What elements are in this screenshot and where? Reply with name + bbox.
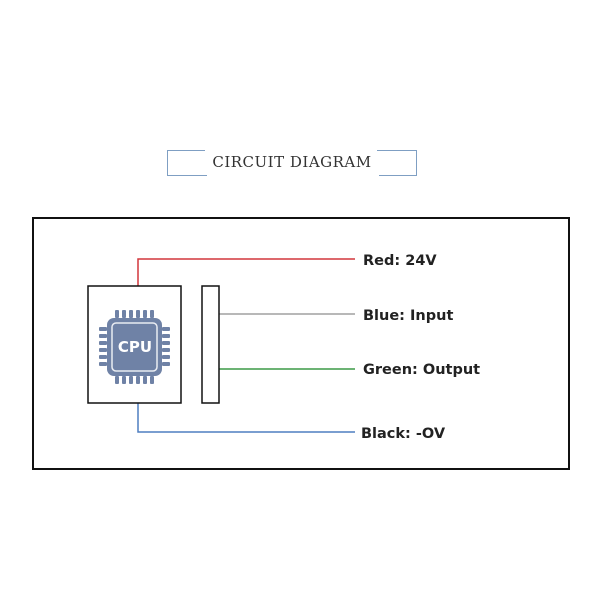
diagram-title: CIRCUIT DIAGRAM bbox=[212, 153, 372, 171]
cpu-pins-top bbox=[115, 310, 154, 318]
connector-bar bbox=[201, 285, 220, 404]
title-frame-top-right-line bbox=[377, 150, 417, 151]
cpu-label: CPU bbox=[118, 338, 152, 356]
wire-label-red: Red: 24V bbox=[363, 253, 437, 269]
cpu-inner-border bbox=[111, 322, 158, 372]
wire-black bbox=[137, 403, 355, 433]
title-frame-bottom-left-line bbox=[167, 175, 207, 176]
title-frame: CIRCUIT DIAGRAM bbox=[167, 150, 417, 176]
wire-label-green: Green: Output bbox=[363, 362, 480, 378]
title-frame-top-left-line bbox=[167, 150, 205, 151]
cpu-pins-left bbox=[99, 327, 107, 366]
diagram-border bbox=[32, 217, 570, 470]
cpu-pins-bottom bbox=[115, 376, 154, 384]
title-frame-bottom-right-line bbox=[379, 175, 417, 176]
title-frame-left-edge bbox=[167, 150, 168, 176]
wire-label-blue: Blue: Input bbox=[363, 308, 453, 324]
title-frame-right-edge bbox=[416, 150, 417, 176]
cpu-icon: CPU bbox=[99, 310, 170, 384]
cpu-pins-right bbox=[162, 327, 170, 366]
cpu-body bbox=[107, 318, 162, 376]
wire-label-black: Black: -OV bbox=[361, 426, 446, 442]
